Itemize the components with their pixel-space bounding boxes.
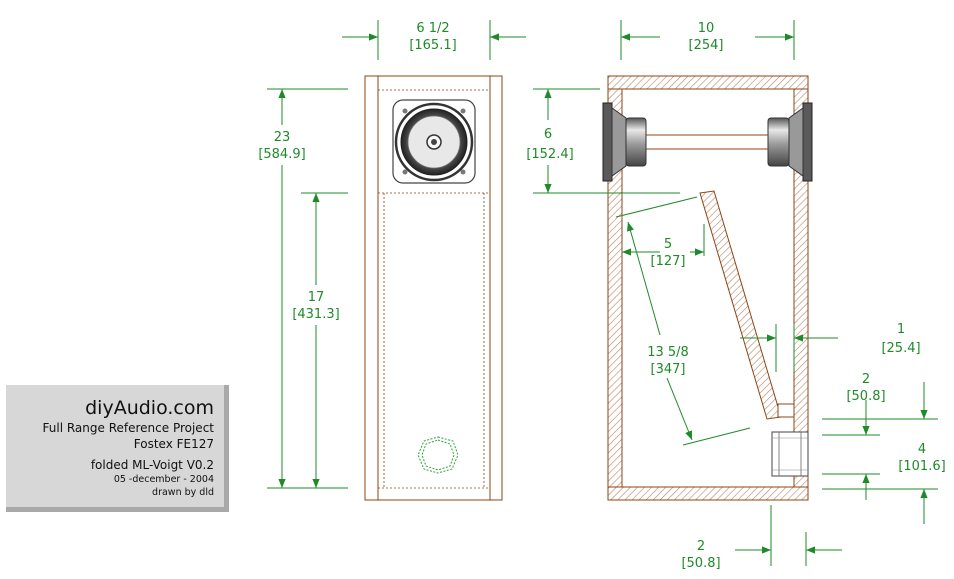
internal-baffle [699, 190, 782, 420]
dim-port-length-inch: 2 [697, 539, 705, 554]
dim-side-depth-inch: 10 [698, 21, 715, 36]
dim-total-height-inch: 23 [274, 130, 291, 145]
title-author: drawn by dld [152, 487, 214, 498]
dim-port-height-inch: 4 [918, 442, 926, 457]
port-tube [771, 431, 809, 477]
title-design: folded ML-Voigt V0.2 [90, 458, 214, 472]
bottom-panel [607, 486, 809, 501]
dim-throat-inch: 5 [664, 237, 672, 252]
side-driver-front [602, 102, 647, 182]
top-panel [607, 75, 809, 90]
dim-port-offset-inch: 2 [862, 372, 870, 387]
title-project: Full Range Reference Project [42, 421, 214, 435]
dim-total-height-mm: [584.9] [258, 147, 305, 162]
dim-baffle-length-mm: [347] [651, 362, 686, 377]
dim-gap-inch: 1 [897, 322, 905, 337]
dimension-lines [267, 20, 938, 566]
front-hidden-lines [378, 89, 490, 489]
dim-front-width-inch: 6 1/2 [416, 21, 449, 36]
dim-baffle-length-inch: 13 5/8 [647, 345, 689, 360]
dim-side-depth-mm: [254] [689, 38, 724, 53]
dim-driver-height-mm: [152.4] [526, 147, 573, 162]
dim-throat-mm: [127] [651, 254, 686, 269]
driver-brace [646, 134, 768, 150]
side-driver-rear [767, 102, 813, 182]
dim-lower-height-inch: 17 [308, 290, 325, 305]
port-ledge [777, 403, 795, 418]
title-driver: Fostex FE127 [133, 437, 214, 451]
dimension-labels: 6 1/2 [165.1] 10 [254] 23 [584.9] 17 [43… [258, 21, 945, 571]
title-date: 05 -december - 2004 [113, 474, 214, 485]
dim-driver-height-inch: 6 [544, 127, 552, 142]
side-section [602, 75, 813, 501]
dim-port-offset-mm: [50.8] [846, 389, 885, 404]
dim-gap-mm: [25.4] [881, 341, 920, 356]
dim-front-width-mm: [165.1] [409, 38, 456, 53]
title-site: diyAudio.com [85, 397, 214, 419]
dim-port-height-mm: [101.6] [898, 459, 945, 474]
front-port [417, 436, 459, 474]
dim-lower-height-mm: [431.3] [292, 307, 339, 322]
title-block: diyAudio.com Full Range Reference Projec… [6, 385, 229, 512]
front-driver [392, 99, 476, 184]
dim-port-length-mm: [50.8] [681, 556, 720, 571]
front-view [364, 75, 503, 501]
front-cabinet-outline [364, 75, 503, 501]
